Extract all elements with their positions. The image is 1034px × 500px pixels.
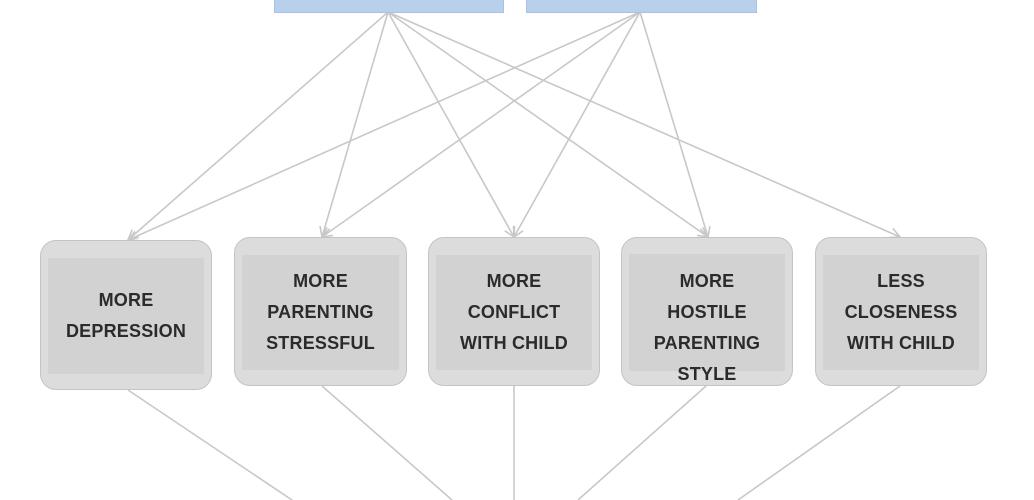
arrow-topright-to-hostile	[639, 11, 708, 237]
arrow-topright-to-conflict	[514, 11, 641, 237]
node-less-closeness-with-child-label: LESS CLOSENESS WITH CHILD	[845, 266, 958, 359]
node-more-conflict-with-child-label: MORE CONFLICT WITH CHILD	[460, 266, 568, 359]
label-line: DEPRESSION	[65, 321, 187, 341]
label-line: WITH CHILD	[847, 333, 955, 353]
connector-closeness-down	[737, 385, 901, 500]
arrow-topleft-to-parenting-stressful	[322, 11, 389, 237]
node-less-closeness-with-child-inner: LESS CLOSENESS WITH CHILD	[823, 255, 979, 370]
node-more-depression-label: MORE DEPRESSION	[66, 285, 186, 347]
node-more-parenting-stressful: MORE PARENTING STRESSFUL	[234, 237, 407, 386]
arrow-topleft-to-hostile	[387, 11, 708, 237]
label-line: LESS	[877, 271, 925, 291]
label-line: PARENTING	[653, 332, 761, 353]
label-line: CONFLICT	[467, 302, 561, 322]
node-more-parenting-stressful-inner: MORE PARENTING STRESSFUL	[242, 255, 399, 370]
label-line: MORE	[293, 271, 348, 291]
node-more-depression: MORE DEPRESSION	[40, 240, 212, 390]
connector-depression-down	[127, 389, 293, 500]
label-line: STYLE	[677, 363, 737, 384]
node-more-hostile-parenting-style-inner: MORE HOSTILE PARENTING STYLE	[629, 254, 785, 384]
label-line: STRESSFUL	[266, 333, 375, 353]
node-more-hostile-parenting-style-label: MORE HOSTILE PARENTING STYLE	[654, 266, 760, 390]
label-line: PARENTING	[267, 302, 374, 322]
node-more-conflict-with-child: MORE CONFLICT WITH CHILD	[428, 237, 600, 386]
label-line: WITH CHILD	[460, 333, 568, 353]
arrow-topleft-to-conflict	[387, 11, 514, 237]
connector-hostile-down	[577, 385, 707, 500]
label-line: CLOSENESS	[844, 302, 958, 322]
top-right-box	[526, 0, 757, 13]
label-line: MORE	[679, 270, 735, 291]
node-more-depression-inner: MORE DEPRESSION	[48, 258, 204, 374]
arrow-topleft-to-closeness	[387, 11, 900, 237]
top-left-box	[274, 0, 504, 13]
arrow-topright-to-depression	[128, 11, 641, 240]
label-line: HOSTILE	[667, 301, 747, 322]
node-more-conflict-with-child-inner: MORE CONFLICT WITH CHILD	[436, 255, 592, 370]
node-less-closeness-with-child: LESS CLOSENESS WITH CHILD	[815, 237, 987, 386]
connector-parenting-stressful-down	[321, 385, 453, 500]
node-more-hostile-parenting-style: MORE HOSTILE PARENTING STYLE	[621, 237, 793, 386]
label-line: MORE	[486, 271, 542, 291]
label-line: MORE	[98, 290, 154, 310]
arrow-topright-to-parenting-stressful	[322, 11, 641, 237]
arrow-topleft-to-depression	[128, 11, 389, 240]
node-more-parenting-stressful-label: MORE PARENTING STRESSFUL	[266, 266, 375, 359]
